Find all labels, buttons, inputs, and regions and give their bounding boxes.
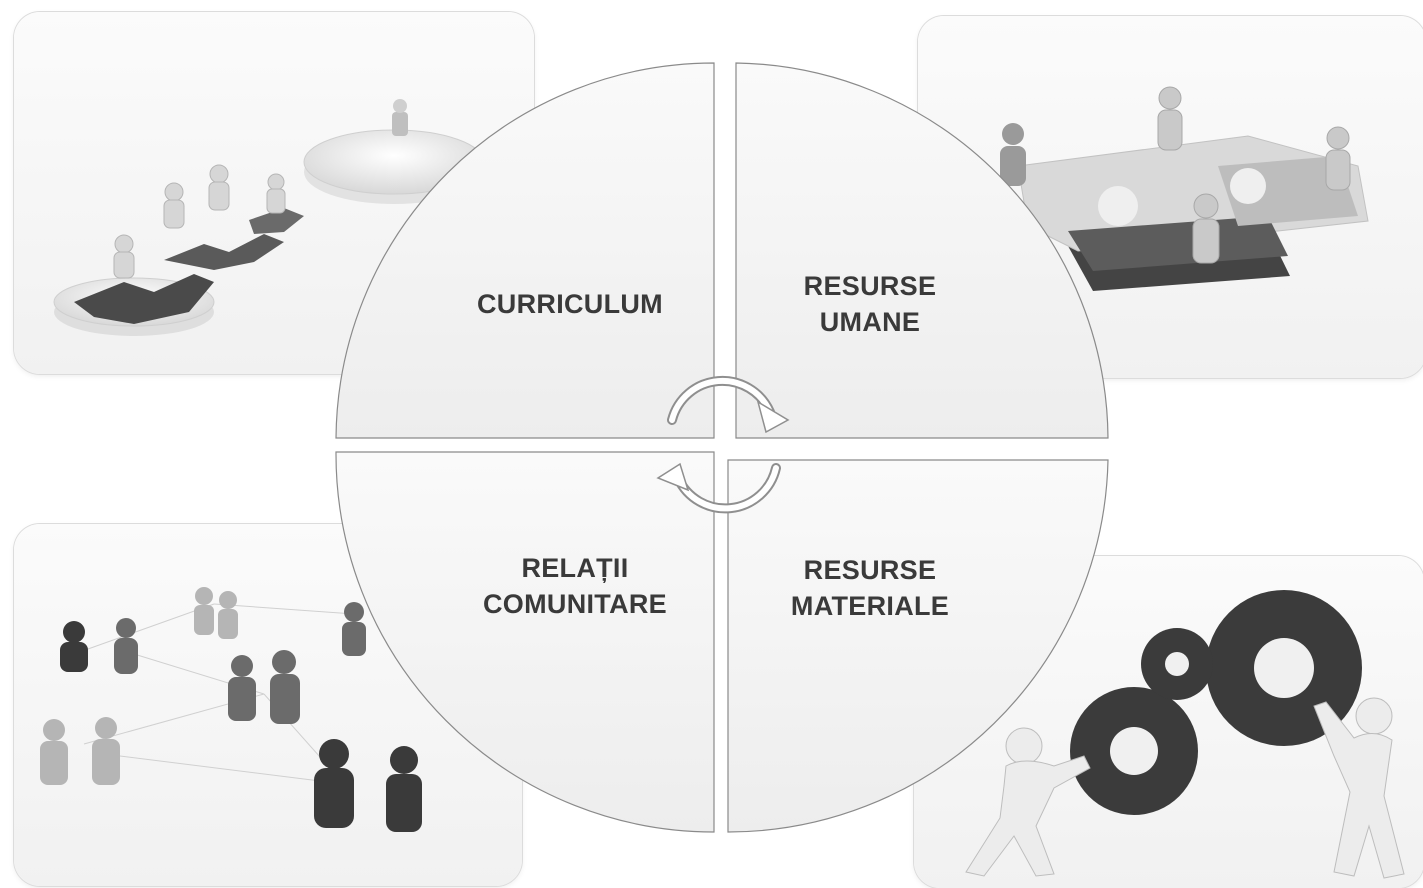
label-relatii-comunitare: RELAȚII COMUNITARE <box>440 550 710 622</box>
label-resurse-materiale: RESURSE MATERIALE <box>745 552 995 624</box>
cycle-arrows-icon <box>656 375 790 514</box>
label-resurse-materiale-line2: MATERIALE <box>790 591 950 621</box>
label-resurse-umane-line1: RESURSE <box>803 271 937 301</box>
label-resurse-materiale-line1: RESURSE <box>803 555 937 585</box>
label-relatii-comunitare-line1: RELAȚII <box>521 553 629 583</box>
label-curriculum-line1: CURRICULUM <box>477 289 663 319</box>
label-resurse-umane-line2: UMANE <box>819 307 921 337</box>
label-relatii-comunitare-line2: COMUNITARE <box>483 589 667 619</box>
label-resurse-umane: RESURSE UMANE <box>745 268 995 340</box>
label-curriculum: CURRICULUM <box>430 286 710 322</box>
